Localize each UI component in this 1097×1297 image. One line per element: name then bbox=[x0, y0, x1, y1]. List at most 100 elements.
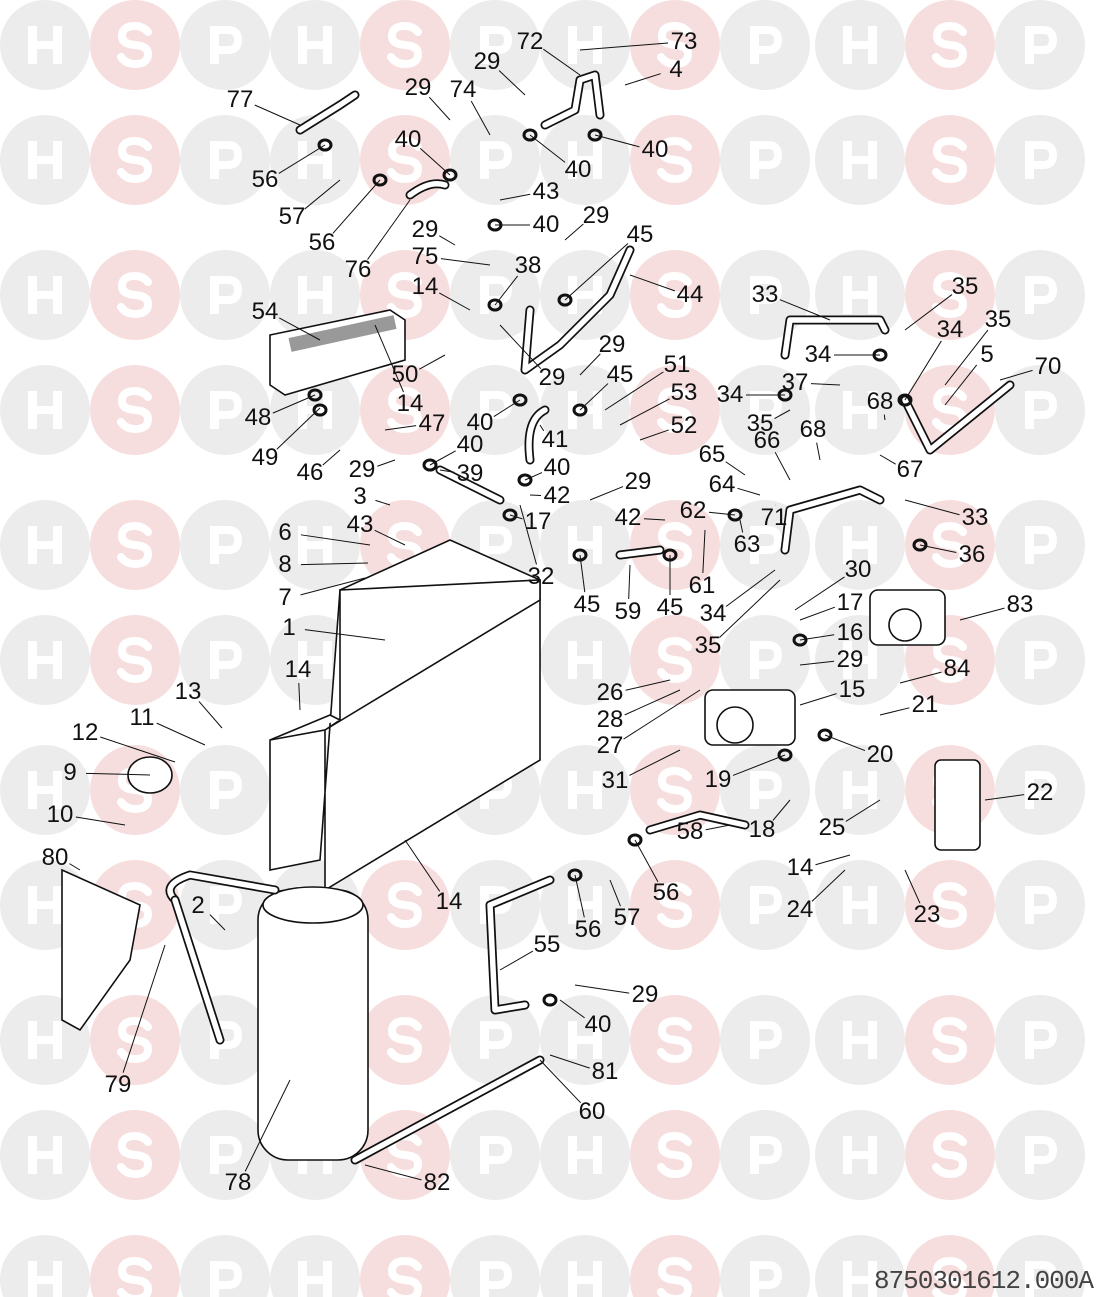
part-callout-7[interactable]: 7 bbox=[278, 584, 292, 611]
part-callout-45[interactable]: 45 bbox=[656, 594, 684, 621]
part-callout-17[interactable]: 17 bbox=[524, 508, 552, 535]
part-callout-21[interactable]: 21 bbox=[911, 691, 939, 718]
part-callout-29[interactable]: 29 bbox=[624, 468, 652, 495]
part-callout-55[interactable]: 55 bbox=[533, 931, 561, 958]
part-callout-34[interactable]: 34 bbox=[716, 381, 744, 408]
part-callout-17[interactable]: 17 bbox=[836, 589, 864, 616]
part-callout-44[interactable]: 44 bbox=[676, 281, 704, 308]
part-callout-14[interactable]: 14 bbox=[396, 390, 424, 417]
part-callout-39[interactable]: 39 bbox=[456, 460, 484, 487]
part-callout-56[interactable]: 56 bbox=[652, 879, 680, 906]
part-callout-19[interactable]: 19 bbox=[704, 766, 732, 793]
part-callout-35[interactable]: 35 bbox=[746, 410, 774, 437]
part-callout-28[interactable]: 28 bbox=[596, 706, 624, 733]
part-callout-31[interactable]: 31 bbox=[601, 767, 629, 794]
part-callout-59[interactable]: 59 bbox=[614, 598, 642, 625]
part-callout-81[interactable]: 81 bbox=[591, 1058, 619, 1085]
part-callout-52[interactable]: 52 bbox=[670, 412, 698, 439]
part-callout-5[interactable]: 5 bbox=[980, 341, 994, 368]
part-callout-64[interactable]: 64 bbox=[708, 471, 736, 498]
part-callout-40[interactable]: 40 bbox=[466, 409, 494, 436]
part-callout-65[interactable]: 65 bbox=[698, 441, 726, 468]
part-callout-68[interactable]: 68 bbox=[866, 388, 894, 415]
part-callout-2[interactable]: 2 bbox=[191, 892, 205, 919]
part-callout-13[interactable]: 13 bbox=[174, 678, 202, 705]
part-callout-14[interactable]: 14 bbox=[284, 656, 312, 683]
part-callout-72[interactable]: 72 bbox=[516, 28, 544, 55]
part-callout-29[interactable]: 29 bbox=[348, 456, 376, 483]
part-callout-79[interactable]: 79 bbox=[104, 1071, 132, 1098]
part-callout-40[interactable]: 40 bbox=[641, 136, 669, 163]
part-callout-41[interactable]: 41 bbox=[541, 426, 569, 453]
part-callout-22[interactable]: 22 bbox=[1026, 779, 1054, 806]
part-callout-29[interactable]: 29 bbox=[582, 202, 610, 229]
part-callout-29[interactable]: 29 bbox=[836, 646, 864, 673]
part-callout-33[interactable]: 33 bbox=[961, 504, 989, 531]
part-callout-51[interactable]: 51 bbox=[663, 351, 691, 378]
part-callout-45[interactable]: 45 bbox=[626, 221, 654, 248]
part-callout-26[interactable]: 26 bbox=[596, 679, 624, 706]
part-callout-42[interactable]: 42 bbox=[614, 504, 642, 531]
part-callout-80[interactable]: 80 bbox=[41, 844, 69, 871]
part-callout-56[interactable]: 56 bbox=[251, 166, 279, 193]
part-callout-67[interactable]: 67 bbox=[896, 456, 924, 483]
part-callout-83[interactable]: 83 bbox=[1006, 591, 1034, 618]
part-callout-58[interactable]: 58 bbox=[676, 818, 704, 845]
part-callout-76[interactable]: 76 bbox=[344, 256, 372, 283]
part-callout-47[interactable]: 47 bbox=[418, 410, 446, 437]
part-callout-34[interactable]: 34 bbox=[699, 600, 727, 627]
part-callout-40[interactable]: 40 bbox=[543, 454, 571, 481]
part-callout-70[interactable]: 70 bbox=[1034, 353, 1062, 380]
part-callout-15[interactable]: 15 bbox=[838, 676, 866, 703]
part-callout-14[interactable]: 14 bbox=[411, 273, 439, 300]
part-callout-45[interactable]: 45 bbox=[573, 591, 601, 618]
part-callout-46[interactable]: 46 bbox=[296, 459, 324, 486]
part-callout-33[interactable]: 33 bbox=[751, 281, 779, 308]
part-callout-35[interactable]: 35 bbox=[694, 632, 722, 659]
part-callout-40[interactable]: 40 bbox=[456, 431, 484, 458]
part-callout-24[interactable]: 24 bbox=[786, 896, 814, 923]
part-callout-53[interactable]: 53 bbox=[670, 379, 698, 406]
part-callout-75[interactable]: 75 bbox=[411, 243, 439, 270]
part-callout-54[interactable]: 54 bbox=[251, 298, 279, 325]
part-callout-9[interactable]: 9 bbox=[63, 759, 77, 786]
part-callout-49[interactable]: 49 bbox=[251, 444, 279, 471]
part-callout-1[interactable]: 1 bbox=[282, 614, 296, 641]
part-callout-73[interactable]: 73 bbox=[670, 28, 698, 55]
part-callout-34[interactable]: 34 bbox=[936, 316, 964, 343]
part-callout-71[interactable]: 71 bbox=[760, 504, 788, 531]
part-callout-63[interactable]: 63 bbox=[733, 531, 761, 558]
part-callout-8[interactable]: 8 bbox=[278, 551, 292, 578]
part-callout-43[interactable]: 43 bbox=[532, 178, 560, 205]
part-callout-12[interactable]: 12 bbox=[71, 719, 99, 746]
part-callout-29[interactable]: 29 bbox=[404, 74, 432, 101]
part-callout-77[interactable]: 77 bbox=[226, 86, 254, 113]
part-callout-29[interactable]: 29 bbox=[411, 216, 439, 243]
part-callout-82[interactable]: 82 bbox=[423, 1169, 451, 1196]
part-callout-14[interactable]: 14 bbox=[435, 888, 463, 915]
part-callout-36[interactable]: 36 bbox=[958, 541, 986, 568]
part-callout-68[interactable]: 68 bbox=[799, 416, 827, 443]
part-callout-62[interactable]: 62 bbox=[679, 497, 707, 524]
part-callout-50[interactable]: 50 bbox=[391, 361, 419, 388]
part-callout-3[interactable]: 3 bbox=[353, 483, 367, 510]
part-callout-27[interactable]: 27 bbox=[596, 732, 624, 759]
part-callout-42[interactable]: 42 bbox=[543, 482, 571, 509]
part-callout-29[interactable]: 29 bbox=[473, 48, 501, 75]
part-callout-35[interactable]: 35 bbox=[984, 306, 1012, 333]
part-callout-29[interactable]: 29 bbox=[598, 331, 626, 358]
part-callout-25[interactable]: 25 bbox=[818, 814, 846, 841]
part-callout-78[interactable]: 78 bbox=[224, 1169, 252, 1196]
part-callout-57[interactable]: 57 bbox=[613, 904, 641, 931]
part-callout-74[interactable]: 74 bbox=[449, 76, 477, 103]
part-callout-10[interactable]: 10 bbox=[46, 801, 74, 828]
part-callout-66[interactable]: 66 bbox=[753, 427, 781, 454]
part-callout-45[interactable]: 45 bbox=[606, 361, 634, 388]
part-callout-48[interactable]: 48 bbox=[244, 404, 272, 431]
part-callout-84[interactable]: 84 bbox=[943, 655, 971, 682]
part-callout-16[interactable]: 16 bbox=[836, 619, 864, 646]
part-callout-61[interactable]: 61 bbox=[688, 572, 716, 599]
part-callout-37[interactable]: 37 bbox=[781, 369, 809, 396]
part-callout-40[interactable]: 40 bbox=[564, 156, 592, 183]
part-callout-34[interactable]: 34 bbox=[804, 341, 832, 368]
